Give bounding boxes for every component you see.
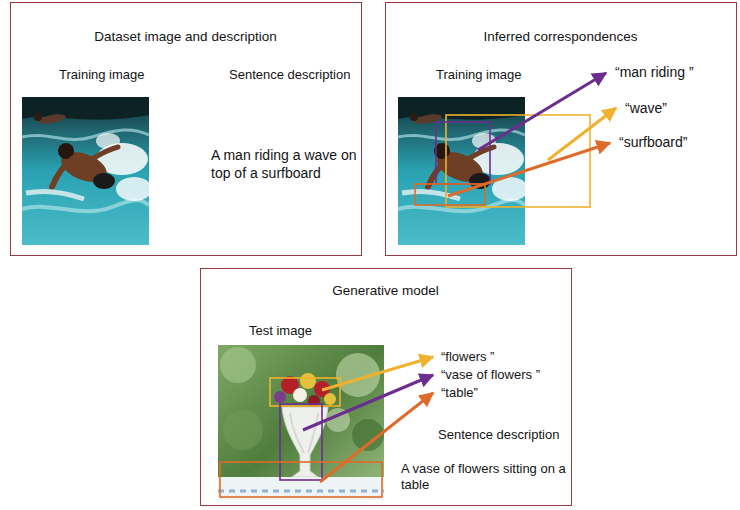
region-phrase: “flowers ”: [441, 349, 494, 365]
panel-box: Dataset image and descriptionTraining im…: [10, 2, 362, 256]
panel-title: Dataset image and description: [11, 29, 360, 46]
region-box: [220, 462, 382, 497]
region-box: [446, 115, 590, 207]
panel-box: Generative modelTest image “flowers ” “vas…: [200, 268, 572, 506]
region-phrase: “man riding ”: [615, 64, 694, 82]
sentence-description: A man riding a wave on top of a surfboar…: [211, 147, 357, 182]
panel-title: Generative model: [201, 283, 570, 300]
region-box: [270, 378, 340, 406]
image-caption: Training image: [436, 67, 522, 83]
region-phrase: “vase of flowers ”: [441, 367, 540, 383]
section-label: Sentence description: [229, 67, 350, 83]
panel-title: Inferred correspondences: [386, 29, 735, 46]
leader-arrow: [322, 357, 433, 390]
leader-arrow: [478, 73, 606, 150]
region-phrase: “table”: [441, 385, 478, 401]
region-box: [280, 404, 322, 480]
region-phrase: “wave”: [625, 100, 667, 118]
section-label: Sentence description: [438, 427, 559, 443]
panel-box: Inferred correspondencesTraining image “m…: [385, 2, 737, 256]
region-box: [436, 122, 490, 184]
region-phrase: “surfboard”: [619, 134, 687, 152]
image-caption: Test image: [249, 323, 312, 339]
leader-arrow: [303, 375, 433, 430]
surf-photo: [22, 97, 152, 245]
image-caption: Training image: [59, 67, 145, 83]
surf-photo: [398, 97, 528, 245]
vase-photo: [218, 345, 384, 500]
leader-arrow: [448, 143, 610, 196]
sentence-description: A vase of flowers sitting on a table: [401, 461, 567, 494]
